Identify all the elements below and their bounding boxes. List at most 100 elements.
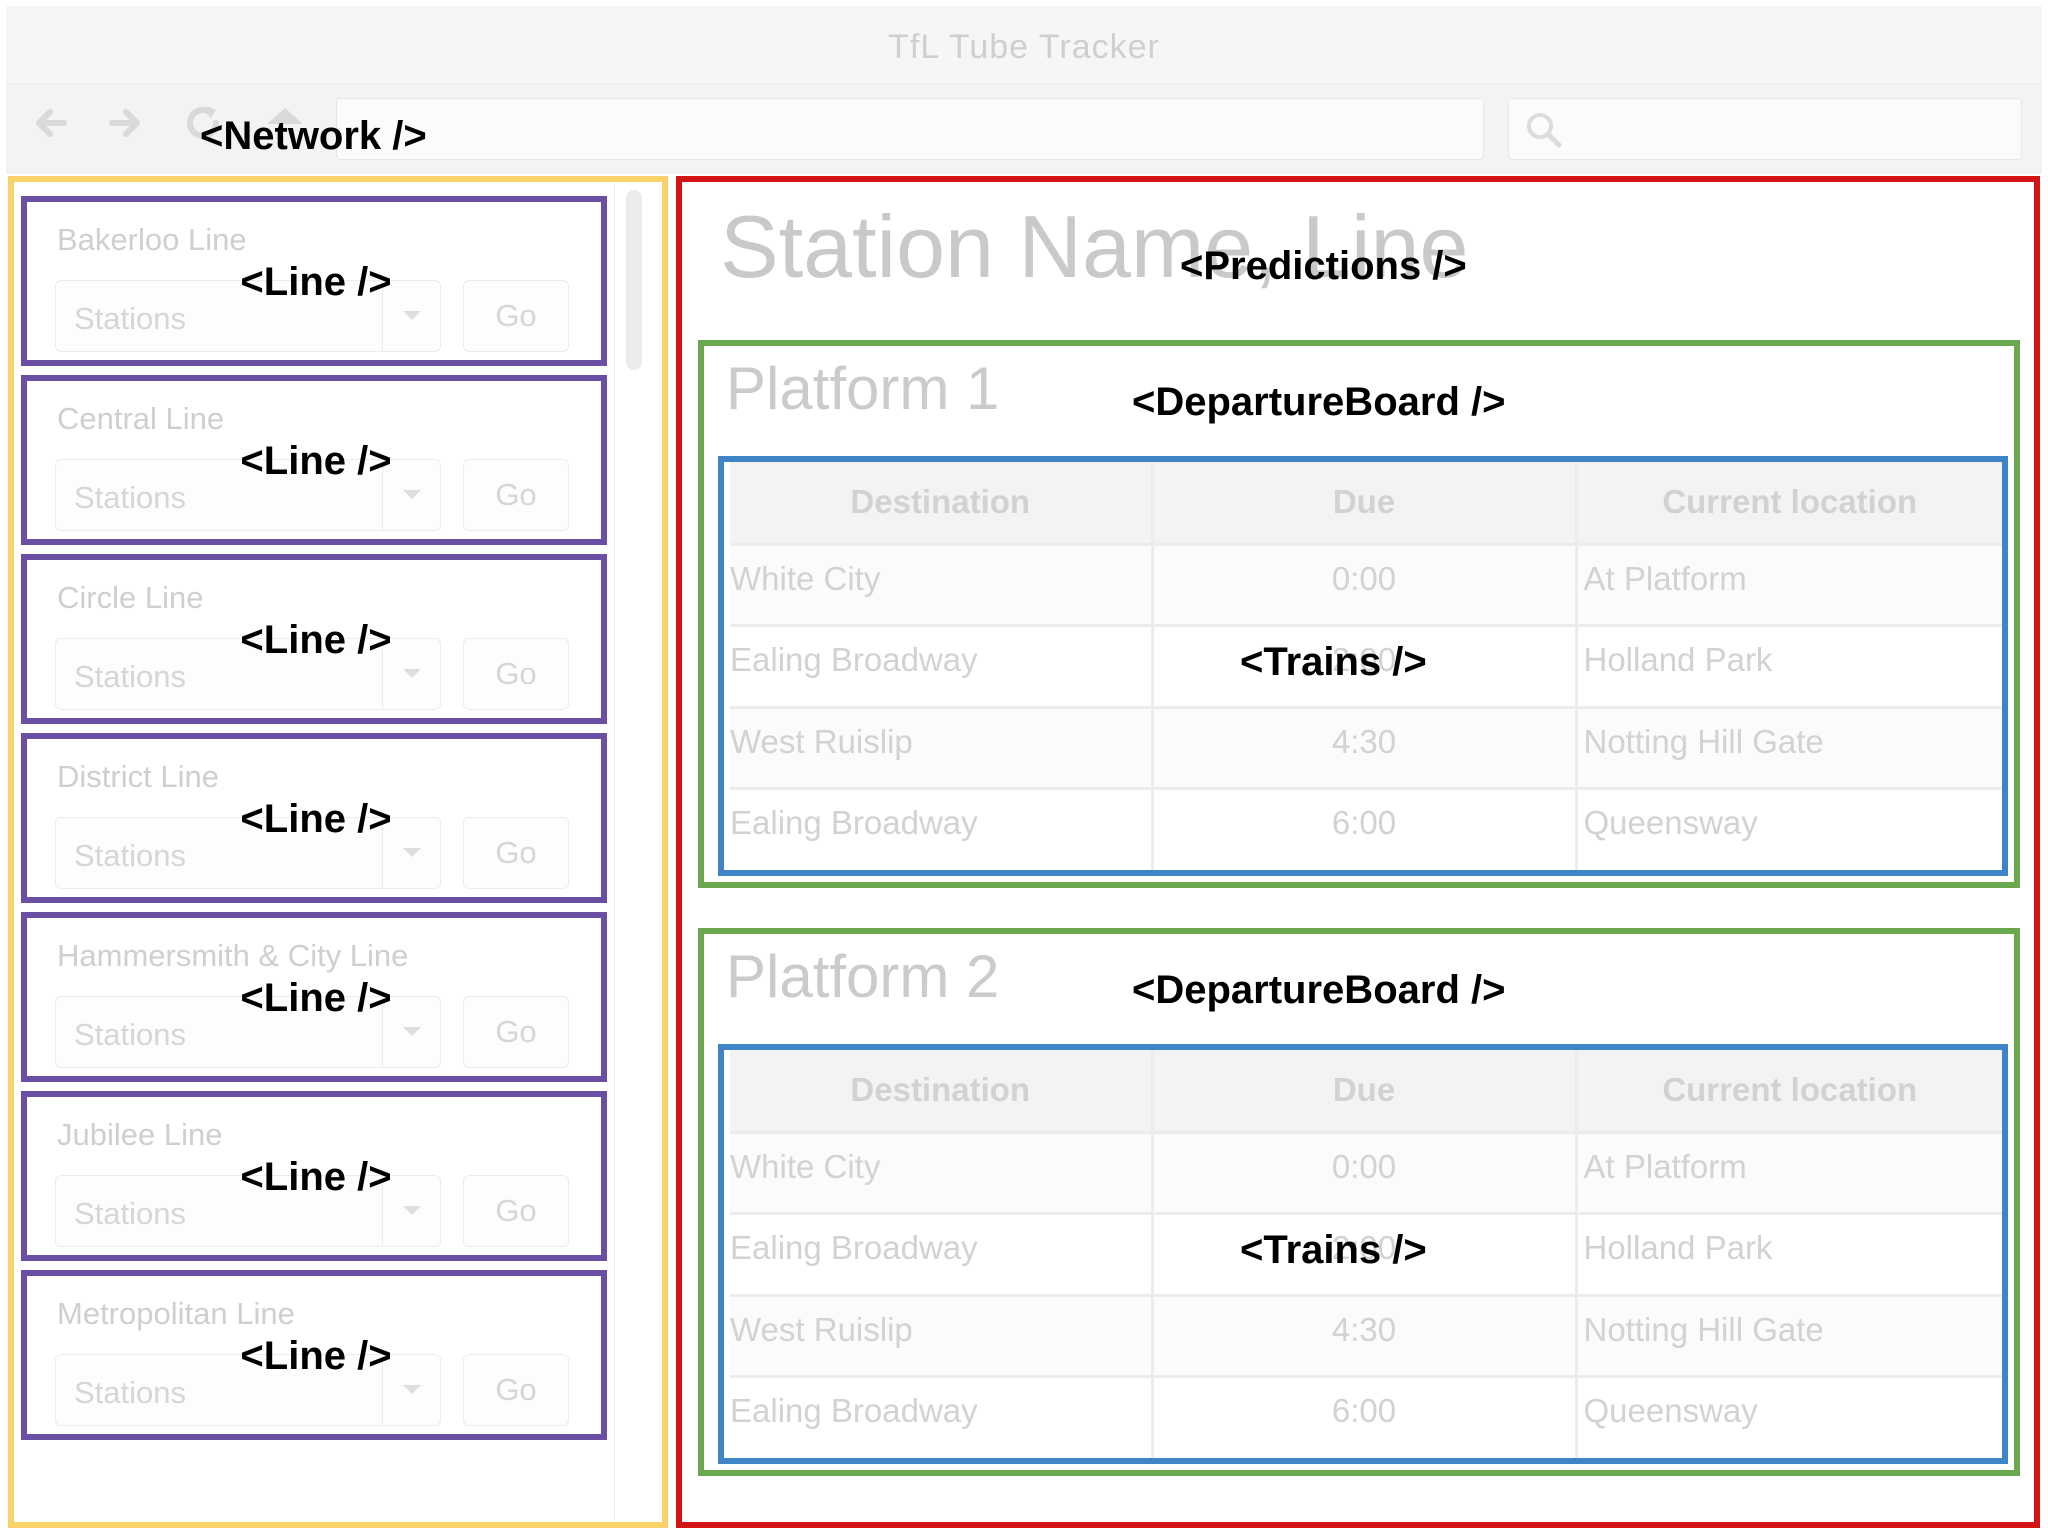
platform-title: Platform 1: [726, 355, 1000, 422]
chevron-down-icon: [403, 1027, 421, 1036]
line-component-circle: Circle Line Stations Go <Line />: [21, 554, 607, 724]
stations-select-placeholder: Stations: [74, 1196, 187, 1231]
train-location: At Platform: [1576, 544, 2002, 628]
line-component-district: District Line Stations Go <Line />: [21, 733, 607, 903]
go-button[interactable]: Go: [463, 996, 569, 1068]
dropdown-toggle[interactable]: [382, 460, 441, 530]
train-due: 0:00: [1152, 544, 1578, 628]
table-row: West Ruislip 4:30 Notting Hill Gate: [730, 707, 2002, 791]
url-bar[interactable]: [336, 98, 1484, 160]
reload-icon[interactable]: [180, 100, 226, 146]
line-component-jubilee: Jubilee Line Stations Go <Line />: [21, 1091, 607, 1261]
home-icon[interactable]: [262, 100, 308, 146]
line-component-label: <Line />: [240, 1155, 392, 1199]
line-component-label: <Line />: [240, 618, 392, 662]
train-location: Queensway: [1583, 1392, 1758, 1430]
go-button[interactable]: Go: [463, 1175, 569, 1247]
stations-select[interactable]: Stations: [55, 638, 441, 710]
train-destination: West Ruislip: [730, 1295, 1154, 1379]
dropdown-toggle[interactable]: [382, 818, 441, 888]
trains-component-label: <Trains />: [1240, 1228, 1427, 1272]
train-destination: Ealing Broadway: [730, 1376, 1154, 1458]
train-due: 4:30: [1152, 707, 1578, 791]
train-due: 2:00: [1152, 1213, 1578, 1297]
line-component-label: <Line />: [240, 260, 392, 304]
line-name: Hammersmith & City Line: [57, 938, 409, 973]
stations-select[interactable]: Stations: [55, 459, 441, 531]
train-destination: White City: [730, 544, 1154, 628]
train-destination: Ealing Broadway: [730, 625, 1154, 709]
line-component-metropolitan: Metropolitan Line Stations Go <Line />: [21, 1270, 607, 1440]
sidebar-scrollbar-thumb[interactable]: [626, 190, 642, 370]
go-button[interactable]: Go: [463, 280, 569, 352]
line-component-label: <Line />: [240, 976, 392, 1020]
train-location: Holland Park: [1576, 625, 2002, 709]
train-destination: Ealing Broadway: [730, 1213, 1154, 1297]
line-component-central: Central Line Stations Go <Line />: [21, 375, 607, 545]
chevron-down-icon: [403, 848, 421, 857]
line-component-hammersmith-city: Hammersmith & City Line Stations Go <Lin…: [21, 912, 607, 1082]
stations-select[interactable]: Stations: [55, 1354, 441, 1426]
back-arrow-icon[interactable]: [28, 100, 74, 146]
departure-board-component-label: <DepartureBoard />: [1132, 380, 1506, 424]
table-header-row: Destination Due Current location: [730, 1050, 2002, 1134]
go-button[interactable]: Go: [463, 638, 569, 710]
dropdown-toggle[interactable]: [382, 281, 441, 351]
table-row: Ealing Broadway 6:00 Queensway: [730, 1376, 2002, 1458]
stations-select[interactable]: Stations: [55, 996, 441, 1068]
train-due: 0:00: [1152, 1132, 1578, 1216]
stations-select[interactable]: Stations: [55, 280, 441, 352]
forward-arrow-icon[interactable]: [102, 100, 148, 146]
search-icon: [1527, 113, 1562, 148]
train-due: 2:00: [1152, 625, 1578, 709]
table-row: Ealing Broadway 6:00 Queensway: [730, 788, 2002, 870]
column-header-location: Current location: [1576, 1050, 2002, 1134]
line-name: Metropolitan Line: [57, 1296, 295, 1331]
dropdown-toggle[interactable]: [382, 1355, 441, 1425]
title-bar: TfL Tube Tracker: [6, 6, 2042, 84]
stations-select-placeholder: Stations: [74, 1017, 187, 1052]
stations-select[interactable]: Stations: [55, 1175, 441, 1247]
go-button[interactable]: Go: [463, 817, 569, 889]
column-header-due: Due: [1152, 462, 1578, 546]
dropdown-toggle[interactable]: [382, 997, 441, 1067]
predictions-component-outline: [676, 176, 2040, 1528]
search-bar[interactable]: [1508, 98, 2022, 160]
trains-component-label: <Trains />: [1240, 640, 1427, 684]
dropdown-toggle[interactable]: [382, 639, 441, 709]
train-location: Queensway: [1583, 804, 1758, 842]
line-name: Jubilee Line: [57, 1117, 223, 1152]
line-component-bakerloo: Bakerloo Line Stations Go <Line />: [21, 196, 607, 366]
column-header-location: Current location: [1576, 462, 2002, 546]
column-header-destination: Destination: [730, 462, 1154, 546]
chevron-down-icon: [403, 490, 421, 499]
line-name: District Line: [57, 759, 219, 794]
dropdown-toggle[interactable]: [382, 1176, 441, 1246]
window-title: TfL Tube Tracker: [888, 28, 1160, 66]
stations-select-placeholder: Stations: [74, 659, 187, 694]
network-component-outline: [8, 176, 668, 1528]
go-button[interactable]: Go: [463, 1354, 569, 1426]
chevron-down-icon: [403, 1385, 421, 1394]
train-due: 6:00: [1152, 1376, 1578, 1458]
train-destination: West Ruislip: [730, 707, 1154, 791]
train-location: Notting Hill Gate: [1576, 707, 2002, 791]
trains-component-outline: Destination Due Current location White C…: [718, 456, 2008, 876]
trains-table: Destination Due Current location White C…: [730, 462, 2002, 870]
train-destination: White City: [730, 1132, 1154, 1216]
train-location: Holland Park: [1576, 1213, 2002, 1297]
sidebar-scrollbar[interactable]: [614, 184, 648, 1520]
column-header-due: Due: [1152, 1050, 1578, 1134]
train-location: At Platform: [1576, 1132, 2002, 1216]
departure-board-platform-2: Platform 2 Destination Due Current locat…: [698, 928, 2020, 1476]
go-button[interactable]: Go: [463, 459, 569, 531]
line-component-label: <Line />: [240, 439, 392, 483]
platform-title: Platform 2: [726, 943, 1000, 1010]
station-heading: Station Name, Line: [720, 197, 1469, 296]
line-component-label: <Line />: [240, 797, 392, 841]
trains-table: Destination Due Current location White C…: [730, 1050, 2002, 1458]
trains-component-outline: Destination Due Current location White C…: [718, 1044, 2008, 1464]
stations-select[interactable]: Stations: [55, 817, 441, 889]
stations-select-placeholder: Stations: [74, 301, 187, 336]
line-component-label: <Line />: [240, 1334, 392, 1378]
